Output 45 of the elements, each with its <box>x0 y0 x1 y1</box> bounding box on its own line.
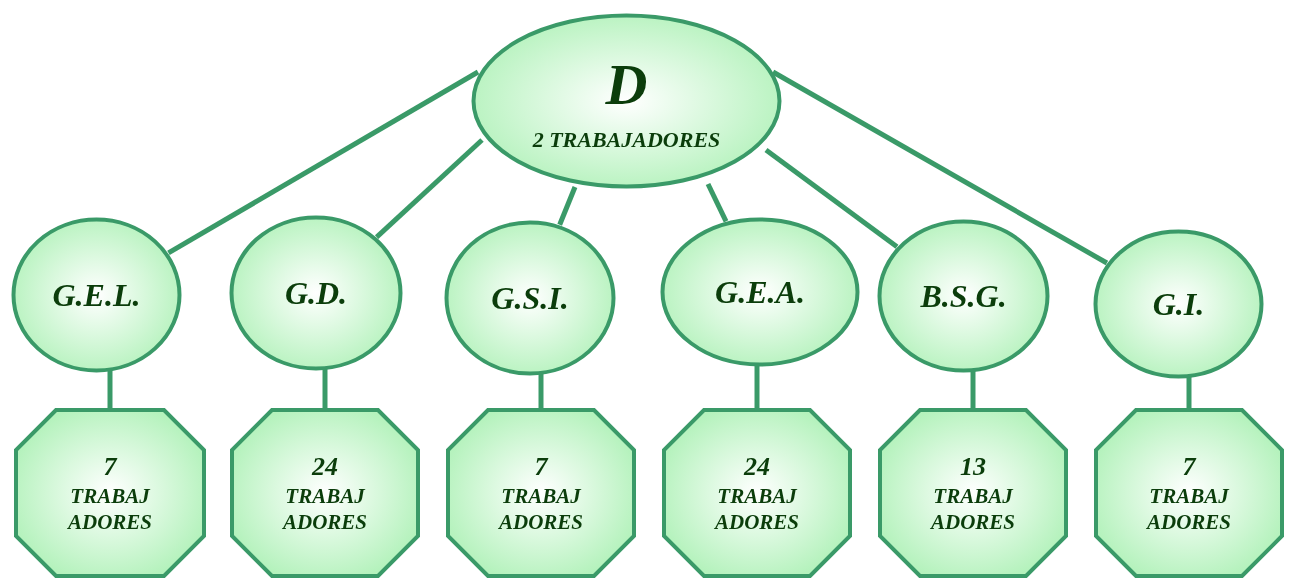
connector-line <box>538 374 544 410</box>
connector-line <box>557 186 578 226</box>
worker-count: 24 <box>744 450 770 483</box>
worker-label: TRABAJ ADORES <box>281 483 368 536</box>
node-title: G.S.I. <box>491 279 569 318</box>
node-title: B.S.G. <box>920 277 1007 316</box>
octagon-node <box>230 408 420 578</box>
node-subtitle: 2 TRABAJADORES <box>532 125 721 153</box>
ellipse-node <box>471 13 782 189</box>
connector-line <box>771 69 1109 266</box>
worker-label: TRABAJ ADORES <box>66 483 153 536</box>
worker-count: 7 <box>103 450 117 483</box>
octagon-node <box>446 408 636 578</box>
node-title: G.E.L. <box>52 276 141 315</box>
worker-count: 7 <box>534 450 548 483</box>
ellipse-node <box>11 217 182 373</box>
connector-line <box>754 365 760 410</box>
worker-label: TRABAJ ADORES <box>1145 483 1232 536</box>
ellipse-node <box>1093 229 1264 379</box>
ellipse-node <box>660 217 860 367</box>
node-title: G.I. <box>1152 285 1205 324</box>
ellipse-node <box>444 220 616 376</box>
node-title: G.D. <box>284 274 348 313</box>
connector-line <box>764 148 899 249</box>
worker-count: 7 <box>1182 450 1196 483</box>
octagon-node <box>662 408 852 578</box>
octagon-node <box>14 408 206 578</box>
connector-line <box>970 371 976 410</box>
node-title: G.E.A. <box>715 273 805 312</box>
octagon-node <box>878 408 1068 578</box>
connector-line <box>167 69 480 256</box>
ellipse-node <box>877 219 1050 373</box>
octagon-node <box>1094 408 1284 578</box>
connector-line <box>705 182 729 223</box>
ellipse-node <box>229 215 403 371</box>
worker-count: 13 <box>960 450 986 483</box>
connector-line <box>322 369 328 410</box>
connector-line <box>374 138 484 239</box>
worker-label: TRABAJ ADORES <box>497 483 584 536</box>
worker-label: TRABAJ ADORES <box>713 483 800 536</box>
connector-line <box>1186 377 1192 410</box>
connector-line <box>107 371 113 410</box>
worker-count: 24 <box>312 450 338 483</box>
worker-label: TRABAJ ADORES <box>929 483 1016 536</box>
node-title: D <box>605 51 648 119</box>
